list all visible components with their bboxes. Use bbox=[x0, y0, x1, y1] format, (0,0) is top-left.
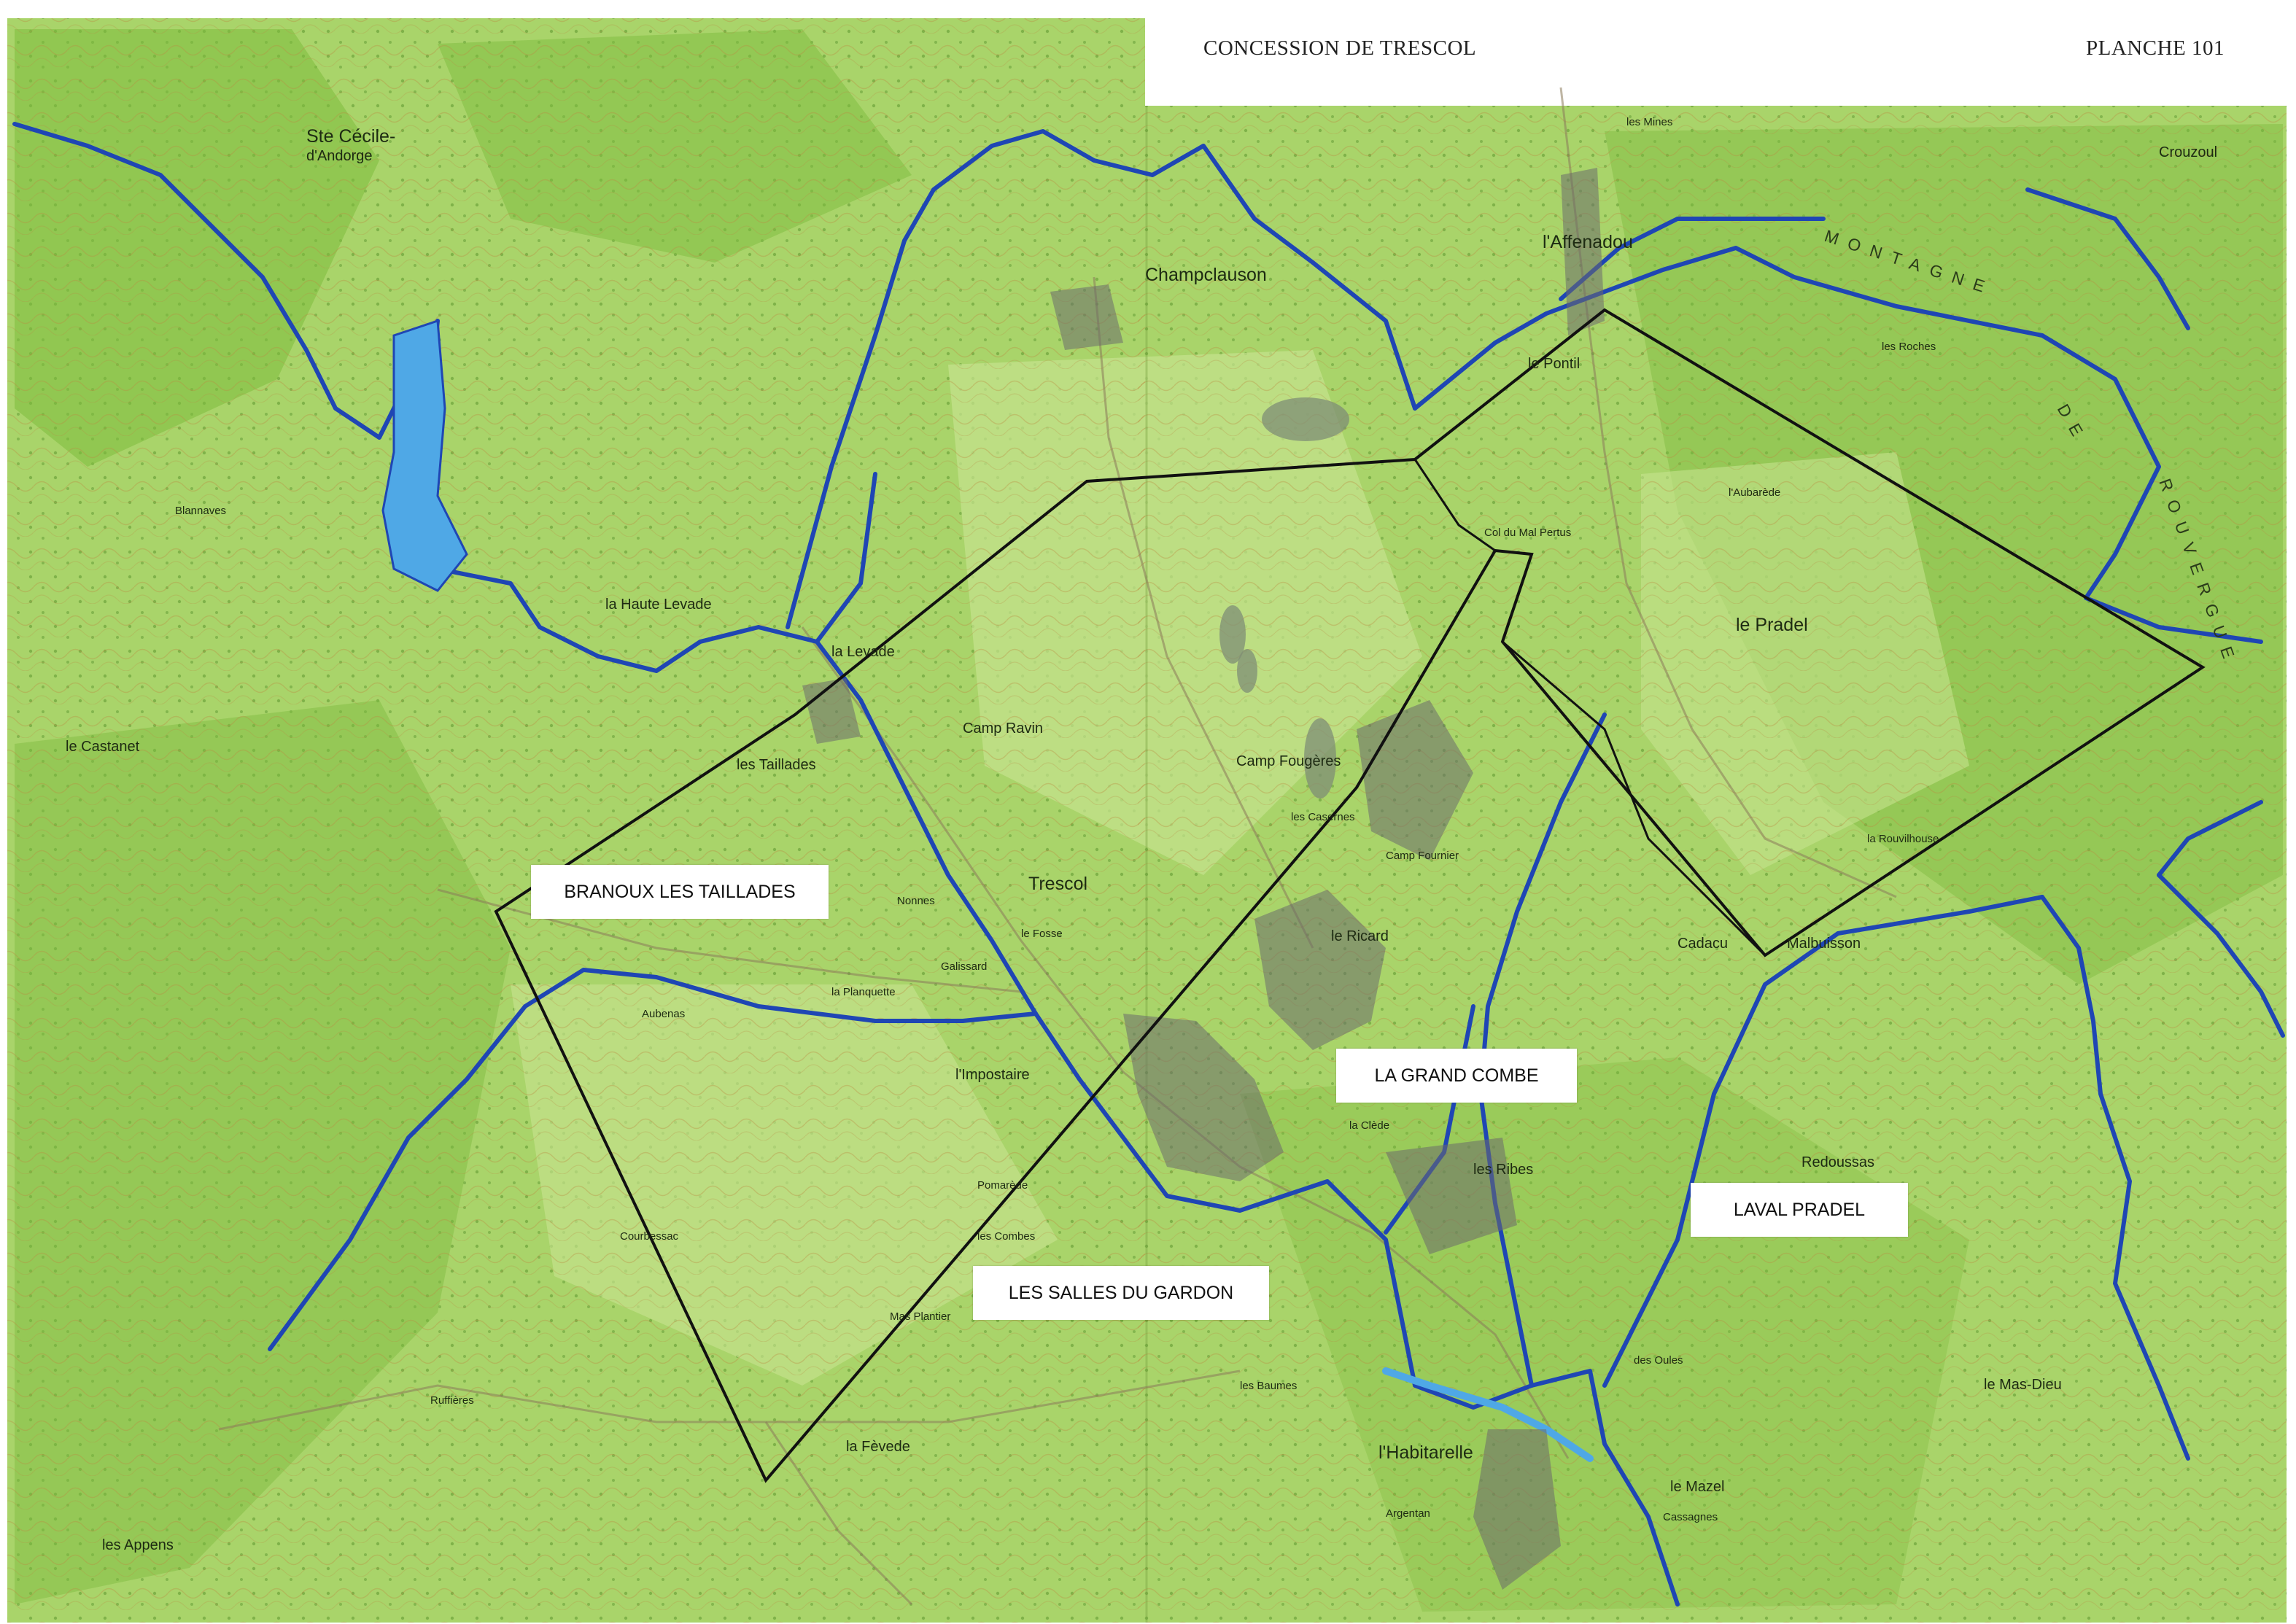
place-label: la Fèvede bbox=[846, 1439, 910, 1455]
place-name-labels: Ste Cécile- d'Andorge Champclauson l'Aff… bbox=[66, 116, 2242, 1553]
place-label: la Rouvilhouse bbox=[1867, 833, 1939, 845]
place-label: des Oules bbox=[1634, 1354, 1683, 1367]
place-label: Crouzoul bbox=[2159, 144, 2217, 160]
place-label: l'Affenadou bbox=[1543, 232, 1633, 252]
place-label: Redoussas bbox=[1801, 1154, 1874, 1170]
zone-label-laval-pradel: LAVAL PRADEL bbox=[1691, 1183, 1908, 1237]
place-label: le Mazel bbox=[1670, 1479, 1724, 1495]
reservoir-lake bbox=[381, 319, 468, 592]
place-label: la Planquette bbox=[831, 986, 896, 998]
place-label: Galissard bbox=[941, 960, 987, 973]
place-label: les Baumes bbox=[1240, 1380, 1297, 1392]
place-label: les Mines bbox=[1626, 116, 1672, 128]
place-label: l'Aubarède bbox=[1729, 486, 1780, 499]
place-label: l'Impostaire bbox=[955, 1067, 1030, 1083]
place-label: Malbuisson bbox=[1787, 936, 1861, 952]
zone-label-les-salles-du-gardon: LES SALLES DU GARDON bbox=[973, 1266, 1269, 1320]
place-label: les Taillades bbox=[737, 757, 816, 773]
place-label: Cadacu bbox=[1678, 936, 1728, 952]
place-label: Ruffières bbox=[430, 1394, 474, 1407]
concession-boundary-inner bbox=[1413, 459, 1766, 957]
place-label: les Appens bbox=[102, 1537, 174, 1553]
place-label: Cassagnes bbox=[1663, 1511, 1718, 1523]
place-label: le Mas-Dieu bbox=[1984, 1377, 2062, 1393]
place-label: Argentan bbox=[1386, 1507, 1430, 1520]
map-base bbox=[7, 0, 2296, 1624]
urban-areas bbox=[802, 168, 1605, 1590]
place-label: le Castanet bbox=[66, 739, 140, 755]
place-label: Champclauson bbox=[1145, 265, 1267, 285]
place-label: les Combes bbox=[977, 1230, 1035, 1243]
place-label: Camp Ravin bbox=[963, 720, 1043, 737]
page-title: CONCESSION DE TRESCOL bbox=[1203, 36, 1477, 60]
place-label: Camp Fournier bbox=[1386, 850, 1459, 862]
place-label: la Clède bbox=[1349, 1119, 1389, 1132]
place-label: le Fosse bbox=[1021, 928, 1063, 940]
place-label: le Pontil bbox=[1528, 356, 1580, 372]
zone-label-branoux-les-taillades: BRANOUX LES TAILLADES bbox=[531, 865, 829, 919]
place-label: Ste Cécile- bbox=[306, 126, 395, 147]
place-label: le Ricard bbox=[1331, 928, 1389, 944]
place-label: d'Andorge bbox=[306, 148, 373, 164]
place-label: les Roches bbox=[1882, 341, 1936, 353]
zone-label-la-grand-combe: LA GRAND COMBE bbox=[1336, 1049, 1577, 1103]
place-label: Camp Fougères bbox=[1236, 753, 1341, 769]
river-network bbox=[12, 122, 2285, 1606]
place-label: Pomarède bbox=[977, 1179, 1028, 1192]
place-label: la Levade bbox=[831, 644, 895, 660]
place-label: Aubenas bbox=[642, 1008, 685, 1020]
place-label: Trescol bbox=[1028, 874, 1087, 894]
river-gardon-light bbox=[1382, 1367, 1594, 1462]
place-label: la Haute Levade bbox=[605, 597, 712, 613]
place-label: Blannaves bbox=[175, 505, 226, 517]
place-label: le Pradel bbox=[1736, 615, 1808, 635]
place-label: l'Habitarelle bbox=[1378, 1442, 1473, 1463]
mining-spoil-heaps bbox=[1219, 397, 1349, 799]
place-label: Courbessac bbox=[620, 1230, 679, 1243]
place-label: les Casernes bbox=[1291, 811, 1355, 823]
plate-number: PLANCHE 101 bbox=[2086, 36, 2225, 60]
place-label: Col du Mal Pertus bbox=[1484, 527, 1571, 539]
place-label: Mas Plantier bbox=[890, 1310, 950, 1323]
place-label: les Ribes bbox=[1473, 1162, 1533, 1178]
place-label: Nonnes bbox=[897, 895, 935, 907]
